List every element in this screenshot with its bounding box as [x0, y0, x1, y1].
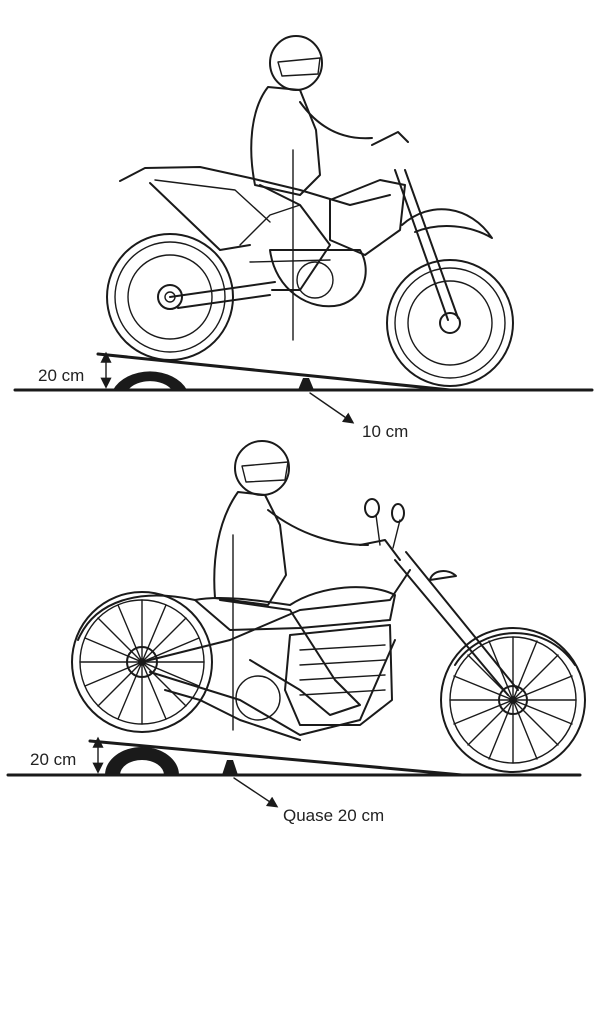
bottom-pivot-pointer — [233, 777, 279, 808]
top-pivot-label: 10 cm — [362, 422, 408, 441]
chopper-illustration — [71, 498, 586, 773]
top-pivot — [298, 378, 314, 390]
top-ramp — [96, 352, 452, 392]
top-scene: 20 cm 10 cm — [13, 35, 594, 441]
bottom-pivot — [222, 760, 238, 775]
bottom-scene: 20 cm Quase 20 cm — [6, 440, 586, 825]
bottom-rider — [213, 440, 369, 731]
top-tyre-support — [113, 371, 187, 390]
top-height-label: 20 cm — [38, 366, 84, 385]
bottom-tyre-support — [105, 747, 179, 775]
dirt-bike-illustration — [106, 131, 514, 387]
top-pivot-pointer — [309, 392, 355, 424]
bottom-height-label: 20 cm — [30, 750, 76, 769]
bottom-pivot-label: Quase 20 cm — [283, 806, 384, 825]
bottom-ramp — [88, 739, 464, 777]
top-rider — [250, 35, 373, 341]
